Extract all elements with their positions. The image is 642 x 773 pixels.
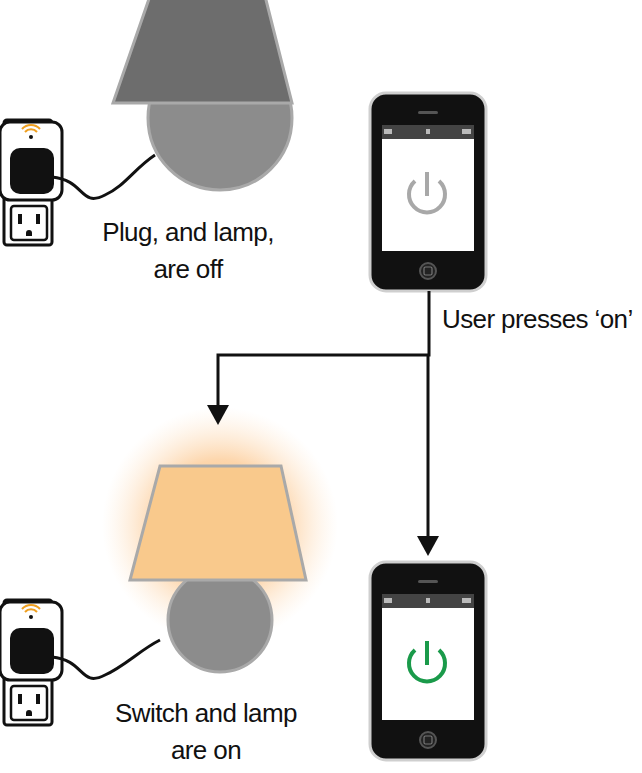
illustration-group: Plug, and lamp, are off: [0, 0, 300, 205]
flow-arrow: [207, 291, 429, 425]
caption-label: User presses ‘on’: [442, 301, 633, 338]
illustration-group: Switch and lamp are on: [0, 425, 330, 693]
illustration-group: User presses ‘on’: [370, 93, 486, 291]
caption-label: Plug, and lamp, are off: [88, 214, 288, 288]
caption-label: Switch and lamp are on: [97, 695, 315, 769]
